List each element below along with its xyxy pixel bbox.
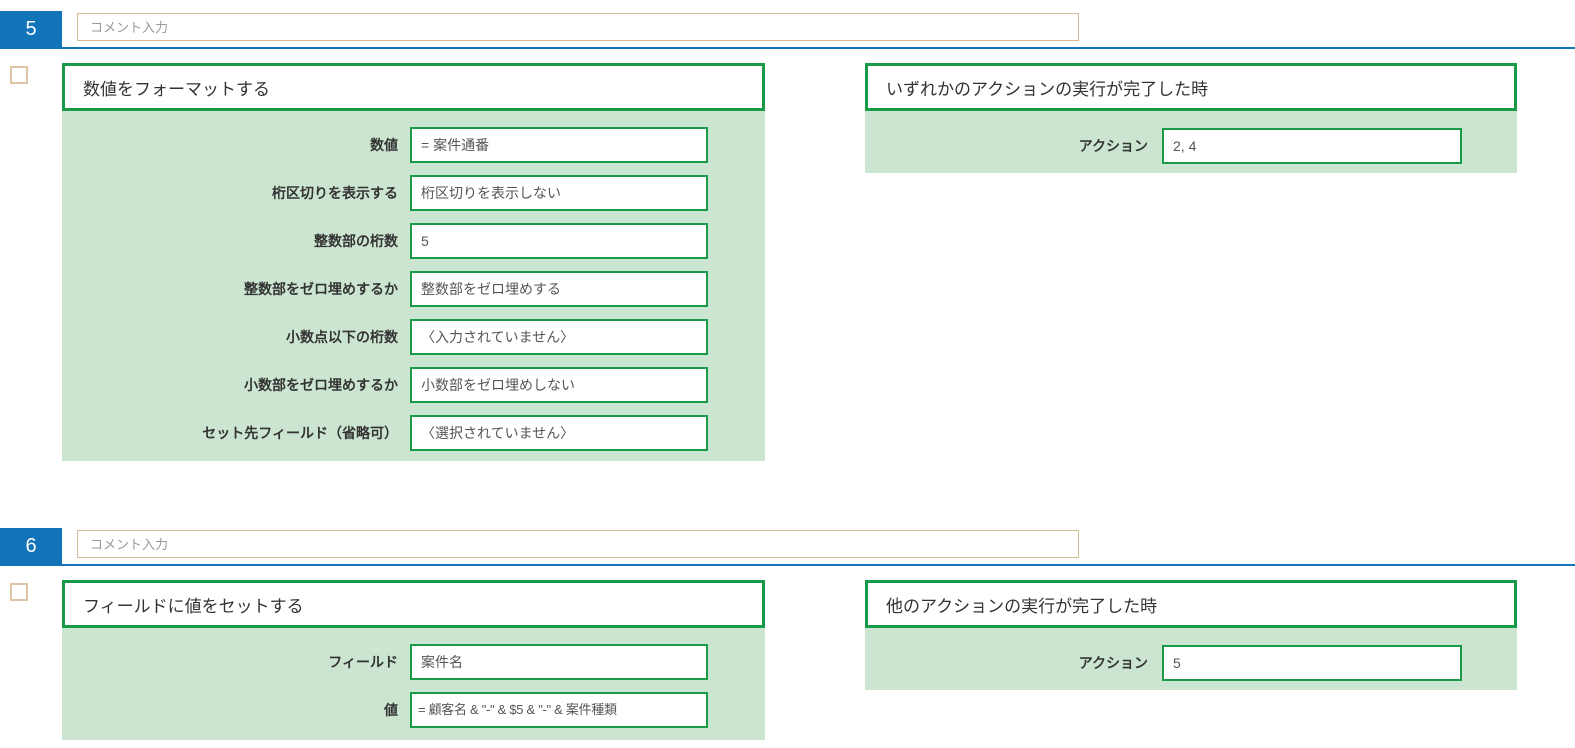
action-title-box: フィールドに値をセットする (62, 580, 765, 628)
param-row: 値 = 顧客名 & "-" & $5 & "-" & 案件種類 (62, 692, 765, 728)
trigger-panel: アクション 5 (865, 628, 1517, 690)
param-value-box[interactable]: 桁区切りを表示しない (410, 175, 708, 211)
action-select-checkbox[interactable] (10, 66, 28, 84)
param-value-box[interactable]: 整数部をゼロ埋めする (410, 271, 708, 307)
param-row: 整数部の桁数 5 (62, 223, 765, 259)
param-row: 小数点以下の桁数 〈入力されていません〉 (62, 319, 765, 355)
comment-input[interactable] (77, 13, 1079, 41)
action-number-badge: 6 (0, 528, 62, 565)
trigger-label: アクション (1078, 655, 1148, 671)
param-value-box[interactable]: 案件名 (410, 644, 708, 680)
param-value-box[interactable]: 〈入力されていません〉 (410, 319, 708, 355)
param-row: 整数部をゼロ埋めするか 整数部をゼロ埋めする (62, 271, 765, 307)
param-row: 桁区切りを表示する 桁区切りを表示しない (62, 175, 765, 211)
param-value-box[interactable]: = 案件通番 (410, 127, 708, 163)
trigger-title-box: 他のアクションの実行が完了した時 (865, 580, 1517, 628)
trigger-panel: アクション 2, 4 (865, 111, 1517, 173)
param-label: 小数部をゼロ埋めするか (244, 377, 398, 393)
param-value-box[interactable]: 小数部をゼロ埋めしない (410, 367, 708, 403)
action-select-checkbox[interactable] (10, 583, 28, 601)
param-label: 整数部の桁数 (314, 233, 398, 249)
param-label: フィールド (328, 654, 398, 670)
action-params-panel: フィールド 案件名 値 = 顧客名 & "-" & $5 & "-" & 案件種… (62, 628, 765, 740)
param-label: セット先フィールド（省略可） (202, 425, 398, 441)
comment-input[interactable] (77, 530, 1079, 558)
param-label: 桁区切りを表示する (272, 185, 398, 201)
trigger-label: アクション (1078, 138, 1148, 154)
param-label: 小数点以下の桁数 (286, 329, 398, 345)
param-row: 小数部をゼロ埋めするか 小数部をゼロ埋めしない (62, 367, 765, 403)
param-row: フィールド 案件名 (62, 644, 765, 680)
action-number-badge: 5 (0, 11, 62, 48)
section-divider (0, 47, 1575, 49)
trigger-row: アクション 5 (865, 645, 1517, 681)
trigger-title-box: いずれかのアクションの実行が完了した時 (865, 63, 1517, 111)
section-divider (0, 564, 1575, 566)
param-value-box[interactable]: 〈選択されていません〉 (410, 415, 708, 451)
param-row: セット先フィールド（省略可） 〈選択されていません〉 (62, 415, 765, 451)
action-params-panel: 数値 = 案件通番 桁区切りを表示する 桁区切りを表示しない 整数部の桁数 5 … (62, 111, 765, 461)
param-value-box[interactable]: = 顧客名 & "-" & $5 & "-" & 案件種類 (410, 692, 708, 728)
param-value-box[interactable]: 5 (410, 223, 708, 259)
trigger-value-box[interactable]: 2, 4 (1162, 128, 1462, 164)
trigger-value-box[interactable]: 5 (1162, 645, 1462, 681)
param-label: 数値 (370, 137, 398, 153)
trigger-row: アクション 2, 4 (865, 128, 1517, 164)
param-label: 整数部をゼロ埋めするか (244, 281, 398, 297)
param-row: 数値 = 案件通番 (62, 127, 765, 163)
action-title-box: 数値をフォーマットする (62, 63, 765, 111)
param-label: 値 (384, 702, 398, 718)
